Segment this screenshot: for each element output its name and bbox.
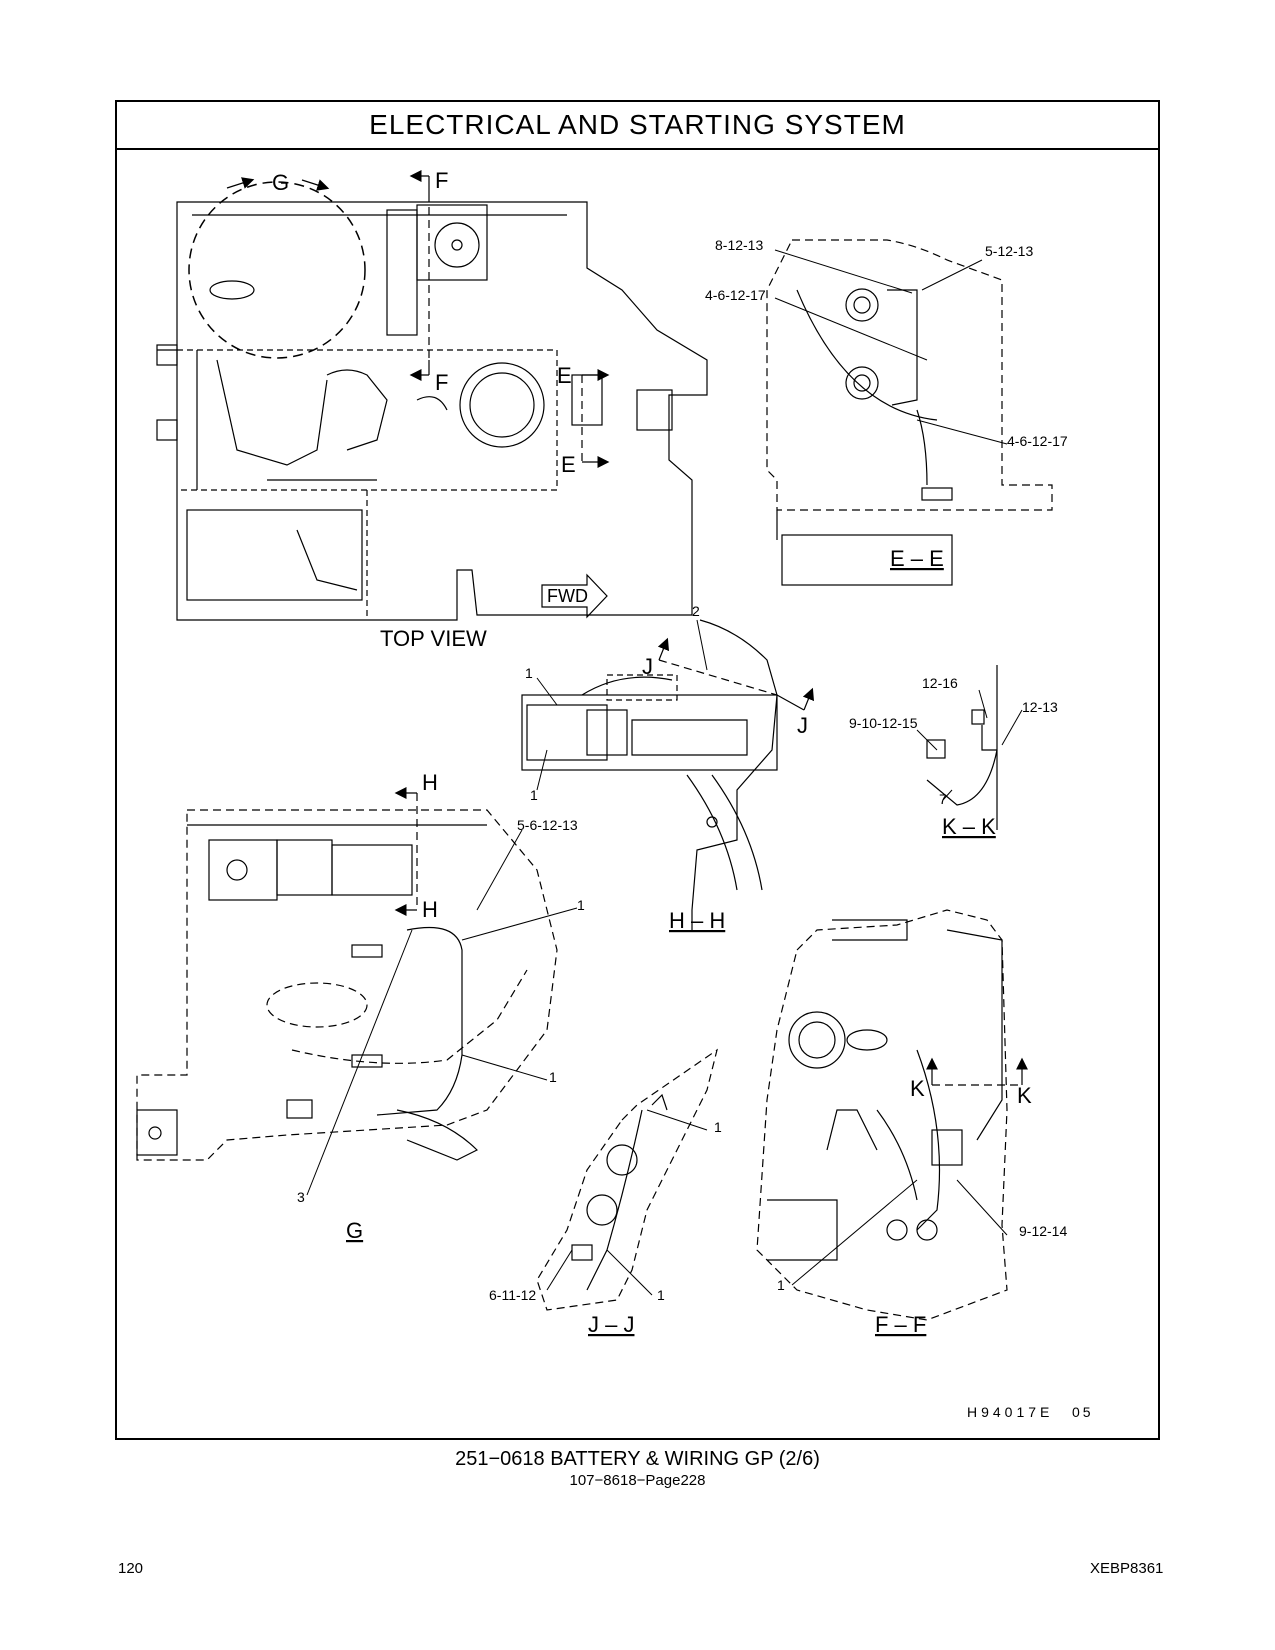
top-view-drawing xyxy=(156,181,708,621)
section-h-label-bottom: H xyxy=(422,897,438,922)
view-kk-drawing xyxy=(926,665,998,830)
fwd-arrow xyxy=(541,573,608,619)
parts-diagram: G F F E E FWD TOP VIEW 8-12-13 5-12-13 4… xyxy=(136,168,1094,1420)
section-h-marker xyxy=(394,787,418,916)
part-title: 251−0618 BATTERY & WIRING GP (2/6) xyxy=(455,1448,820,1470)
callout-g-d: 3 xyxy=(297,1189,305,1205)
view-ff-caption: F – F xyxy=(875,1312,926,1337)
section-h-label-top: H xyxy=(422,770,438,795)
section-k-marker xyxy=(926,1057,1028,1086)
callout-g-a: 5-6-12-13 xyxy=(517,817,578,833)
section-j-marker xyxy=(657,637,815,711)
view-ee-caption: E – E xyxy=(890,546,944,571)
callout-g-c: 1 xyxy=(549,1069,557,1085)
section-e-label-top: E xyxy=(557,363,572,388)
section-j-label-left: J xyxy=(642,654,653,679)
callout-ee-b: 5-12-13 xyxy=(985,243,1033,259)
callout-jjtop-1b: 1 xyxy=(530,787,538,803)
drawing-frame: ELECTRICAL AND STARTING SYSTEM xyxy=(115,100,1160,1440)
document-code: XEBP8361 xyxy=(1090,1560,1164,1577)
drawing-revision: 05 xyxy=(1072,1404,1094,1420)
section-j-label-right: J xyxy=(797,713,808,738)
view-hh-caption: H – H xyxy=(669,908,725,933)
section-e-label-bottom: E xyxy=(561,452,576,477)
page-number: 120 xyxy=(118,1560,144,1577)
callout-ee-d: 4-6-12-17 xyxy=(1007,433,1068,449)
callout-ee-a: 8-12-13 xyxy=(715,237,763,253)
section-k-label-left: K xyxy=(910,1076,925,1101)
section-k-label-right: K xyxy=(1017,1083,1032,1108)
page-reference: 107−8618−Page228 xyxy=(569,1472,706,1489)
callout-jjtop-1a: 1 xyxy=(525,665,533,681)
view-g-caption: G xyxy=(346,1218,363,1243)
callout-jj-a: 1 xyxy=(714,1119,722,1135)
section-f-marker-bottom xyxy=(409,360,430,381)
view-jj-caption: J – J xyxy=(588,1312,634,1337)
callout-kk-d: 7 xyxy=(939,791,947,807)
drawing-code: H94017E xyxy=(967,1404,1053,1420)
callout-kk-a: 12-16 xyxy=(922,675,958,691)
callout-kk-c: 9-10-12-15 xyxy=(849,715,918,731)
section-g-marker xyxy=(226,177,330,191)
callout-jj-c: 1 xyxy=(657,1287,665,1303)
callout-ff-b: 1 xyxy=(777,1277,785,1293)
callout-kk-b: 12-13 xyxy=(1022,699,1058,715)
callout-jjtop-2: 2 xyxy=(692,603,700,619)
view-ff-drawing xyxy=(756,909,1008,1321)
section-f-label-top: F xyxy=(435,168,448,193)
callout-ee-c: 4-6-12-17 xyxy=(705,287,766,303)
view-kk-caption: K – K xyxy=(942,814,996,839)
section-g-label: G xyxy=(272,170,289,195)
section-f-marker-top xyxy=(409,170,430,194)
callout-g-b: 1 xyxy=(577,897,585,913)
page-title: ELECTRICAL AND STARTING SYSTEM xyxy=(117,102,1158,150)
top-view-caption: TOP VIEW xyxy=(380,626,487,651)
leader-lines xyxy=(306,249,1023,1296)
section-e-marker xyxy=(581,369,610,468)
callout-jj-b: 6-11-12 xyxy=(489,1287,536,1303)
fwd-label: FWD xyxy=(547,586,588,606)
section-f-label-bottom: F xyxy=(435,370,448,395)
view-jj-drawing xyxy=(536,1048,718,1311)
callout-ff-a: 9-12-14 xyxy=(1019,1223,1067,1239)
view-g-drawing xyxy=(136,809,558,1161)
view-jj-top-drawing xyxy=(521,619,778,930)
